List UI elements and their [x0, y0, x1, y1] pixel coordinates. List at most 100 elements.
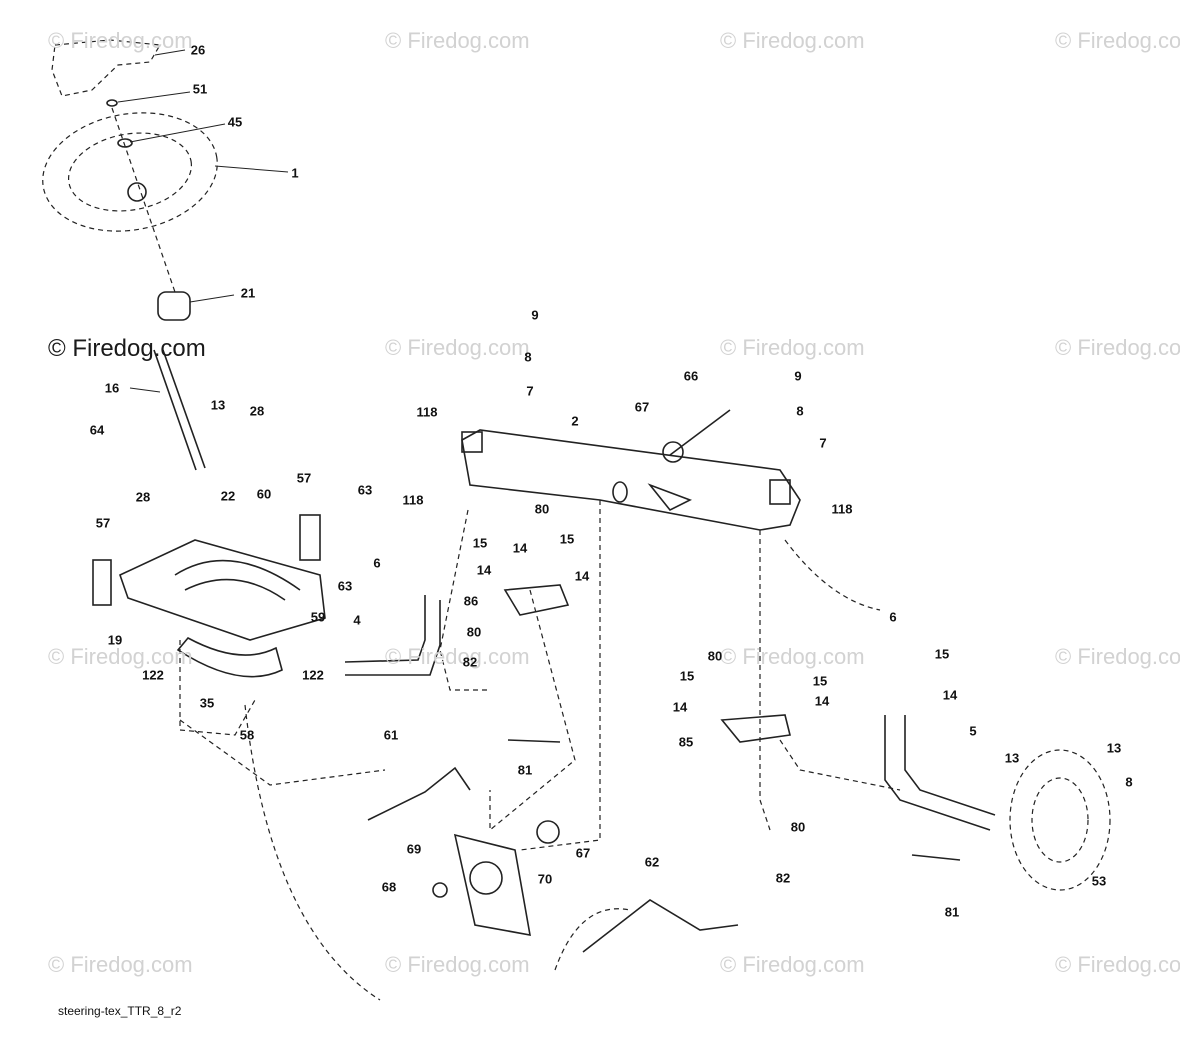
axle-pivot-right: [769, 479, 791, 505]
front-wheel: [1009, 749, 1111, 891]
part-callout: 13: [210, 397, 226, 413]
watermark: © Firedog.com: [385, 952, 530, 977]
part-callout: 80: [466, 624, 482, 640]
axle-pivot-left: [461, 431, 483, 453]
part-callout: 68: [381, 879, 397, 895]
washer-67: [536, 820, 560, 844]
part-callout: 2: [571, 413, 579, 429]
spindle-left: [344, 595, 426, 663]
steering-arm-85: [720, 714, 791, 743]
spindle-right: [884, 715, 991, 831]
part-callout: 35: [199, 695, 215, 711]
part-callout: 82: [462, 654, 478, 670]
watermark: © Firedog.com: [385, 644, 530, 669]
part-callout: 122: [142, 667, 164, 683]
part-callout: 14: [814, 693, 830, 709]
part-callout: 118: [831, 501, 853, 517]
part-callout: 57: [296, 470, 312, 486]
watermark: © Firedog.com: [385, 28, 530, 53]
pivot-bolt: [669, 409, 731, 456]
axle-slot-1: [612, 481, 628, 503]
part-callout: 15: [472, 535, 488, 551]
watermark: © Firedog.com: [1055, 335, 1180, 360]
tie-rod-upper: [507, 739, 561, 743]
part-callout: 13: [1106, 740, 1122, 756]
watermark: © Firedog.com: [720, 952, 865, 977]
part-callout: 15: [812, 673, 828, 689]
part-callout: 118: [402, 492, 424, 508]
part-callout: 118: [416, 404, 438, 420]
watermark: © Firedog.com: [48, 335, 206, 362]
pivot-washer: [662, 441, 684, 463]
watermark: © Firedog.com: [720, 644, 865, 669]
part-callout: 8: [796, 403, 804, 419]
part-callout: 28: [135, 489, 151, 505]
part-callout: 82: [775, 870, 791, 886]
part-callout: 66: [683, 368, 699, 384]
part-callout: 62: [644, 854, 660, 870]
steering-arm-86: [503, 584, 570, 616]
watermark: © Firedog.com: [1055, 644, 1180, 669]
part-callout: 81: [517, 762, 533, 778]
part-callout: 8: [524, 349, 532, 365]
tie-rod-lower: [911, 854, 961, 861]
part-callout: 19: [107, 632, 123, 648]
part-callout: 64: [89, 422, 105, 438]
part-callout: 7: [819, 435, 827, 451]
part-callout: 80: [707, 648, 723, 664]
support-plate: [119, 539, 326, 641]
tie-rod-right: [582, 899, 739, 953]
watermark: © Firedog.com: [720, 28, 865, 53]
drag-plate: [453, 833, 531, 936]
part-callout: 6: [889, 609, 897, 625]
part-callout: 16: [104, 380, 120, 396]
part-callout: 57: [95, 515, 111, 531]
part-callout: 28: [249, 403, 265, 419]
part-callout: 122: [302, 667, 324, 683]
watermark: © Firedog.com: [48, 952, 193, 977]
part-callout: 9: [794, 368, 802, 384]
part-callout: 7: [526, 383, 534, 399]
part-callout: 14: [672, 699, 688, 715]
part-callout: 15: [934, 646, 950, 662]
watermark: © Firedog.com: [48, 644, 193, 669]
part-callout: 15: [559, 531, 575, 547]
part-callout: 53: [1091, 873, 1107, 889]
steering-shaft: [153, 349, 197, 471]
part-callout: 26: [190, 42, 206, 58]
part-callout: 51: [192, 81, 208, 97]
steering-cap: [51, 39, 161, 97]
part-callout: 6: [373, 555, 381, 571]
part-callout: 15: [679, 668, 695, 684]
part-callout: 14: [942, 687, 958, 703]
part-callout: 21: [240, 285, 256, 301]
part-callout: 86: [463, 593, 479, 609]
part-callout: 63: [357, 482, 373, 498]
part-callout: 63: [337, 578, 353, 594]
part-callout: 14: [574, 568, 590, 584]
part-callout: 70: [537, 871, 553, 887]
part-callout: 61: [383, 727, 399, 743]
part-callout: 69: [406, 841, 422, 857]
part-callout: 9: [531, 307, 539, 323]
wheel-nut: [106, 99, 118, 107]
part-callout: 67: [575, 845, 591, 861]
wheel-washer: [117, 138, 133, 148]
part-callout: 45: [227, 114, 243, 130]
part-callout: 58: [239, 727, 255, 743]
front-axle: [461, 429, 801, 531]
part-callout: 85: [678, 734, 694, 750]
part-callout: 14: [512, 540, 528, 556]
nut-68: [432, 882, 448, 898]
part-callout: 22: [220, 488, 236, 504]
part-callout: 67: [634, 399, 650, 415]
watermark: © Firedog.com: [1055, 28, 1180, 53]
part-callout: 60: [256, 486, 272, 502]
part-callout: 80: [534, 501, 550, 517]
watermark: © Firedog.com: [385, 335, 530, 360]
steering-wheel-inner: [67, 132, 193, 212]
bracket-right: [299, 514, 321, 561]
part-callout: 59: [310, 609, 326, 625]
